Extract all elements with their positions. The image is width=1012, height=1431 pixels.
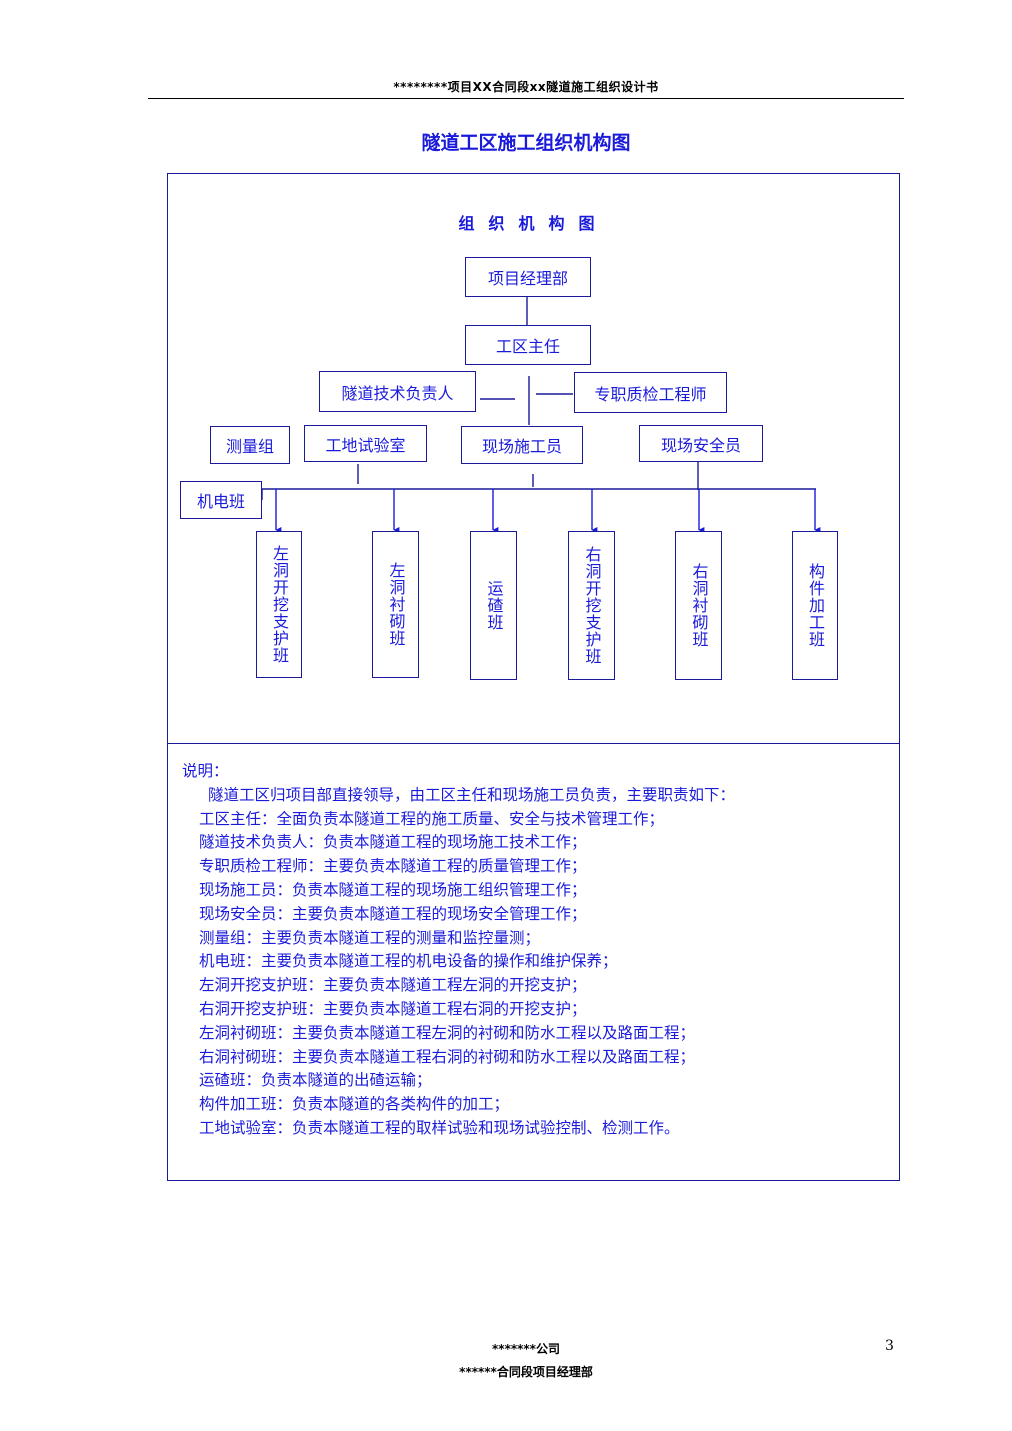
- notes-line: 左洞衬砌班：主要负责本隧道工程左洞的衬砌和防水工程以及路面工程；: [199, 1023, 696, 1042]
- notes-line: 工地试验室：负责本隧道工程的取样试验和现场试验控制、检测工作。: [199, 1118, 680, 1137]
- page-number: 3: [885, 1338, 894, 1354]
- notes-line: 现场安全员：主要负责本隧道工程的现场安全管理工作；: [199, 904, 587, 923]
- notes-line: 专职质检工程师：主要负责本隧道工程的质量管理工作；: [199, 857, 587, 876]
- node-team-left-lining: 左洞衬砌班: [372, 531, 419, 678]
- document-title: 隧道工区施工组织机构图: [421, 132, 631, 154]
- notes-line: 运碴班：负责本隧道的出碴运输；: [199, 1071, 432, 1090]
- node-site-lab: 工地试验室: [304, 425, 427, 462]
- node-team-right-excavation: 右洞开挖支护班: [568, 531, 615, 680]
- node-team-left-excavation: 左洞开挖支护班: [256, 531, 302, 678]
- node-team-component-fab: 构件加工班: [792, 531, 838, 680]
- header-rule: [148, 98, 904, 99]
- notes-section: 说明： 隧道工区归项目部直接领导，由工区主任和现场施工员负责，主要职责如下： 工…: [182, 760, 882, 1141]
- notes-intro: 隧道工区归项目部直接领导，由工区主任和现场施工员负责，主要职责如下：: [208, 785, 736, 804]
- notes-line: 左洞开挖支护班：主要负责本隧道工程左洞的开挖支护；: [199, 976, 587, 995]
- notes-line: 机电班：主要负责本隧道工程的机电设备的操作和维护保养；: [199, 952, 618, 971]
- notes-line: 隧道技术负责人：负责本隧道工程的现场施工技术工作；: [199, 833, 587, 852]
- node-team-muck-haulage: 运碴班: [470, 531, 517, 680]
- node-electromech: 机电班: [180, 481, 262, 519]
- node-project-dept: 项目经理部: [465, 257, 591, 297]
- node-site-safety: 现场安全员: [639, 425, 763, 462]
- notes-line: 现场施工员：负责本隧道工程的现场施工组织管理工作；: [199, 880, 587, 899]
- notes-line: 构件加工班：负责本隧道的各类构件的加工；: [199, 1095, 510, 1114]
- node-site-constructor: 现场施工员: [461, 426, 583, 464]
- frame-divider: [167, 743, 900, 744]
- org-connectors: [261, 296, 821, 533]
- node-area-director: 工区主任: [465, 325, 591, 365]
- node-quality-engineer: 专职质检工程师: [574, 372, 727, 413]
- node-team-right-lining: 右洞衬砌班: [675, 531, 722, 680]
- notes-line: 右洞开挖支护班：主要负责本隧道工程右洞的开挖支护；: [199, 999, 587, 1018]
- node-tech-lead: 隧道技术负责人: [319, 371, 476, 412]
- notes-line: 测量组：主要负责本隧道工程的测量和监控量测；: [199, 928, 541, 947]
- node-survey-team: 测量组: [210, 426, 290, 464]
- footer-company: *******公司: [492, 1342, 560, 1356]
- notes-line: 工区主任：全面负责本隧道工程的施工质量、安全与技术管理工作；: [199, 809, 665, 828]
- chart-title: 组织机构图: [458, 214, 609, 233]
- chart-frame: [167, 173, 900, 1181]
- footer-dept: ******合同段项目经理部: [459, 1365, 593, 1379]
- notes-heading: 说明：: [182, 762, 229, 780]
- page-header: ********项目XX合同段xx隧道施工组织设计书: [393, 80, 659, 94]
- notes-line: 右洞衬砌班：主要负责本隧道工程右洞的衬砌和防水工程以及路面工程；: [199, 1047, 696, 1066]
